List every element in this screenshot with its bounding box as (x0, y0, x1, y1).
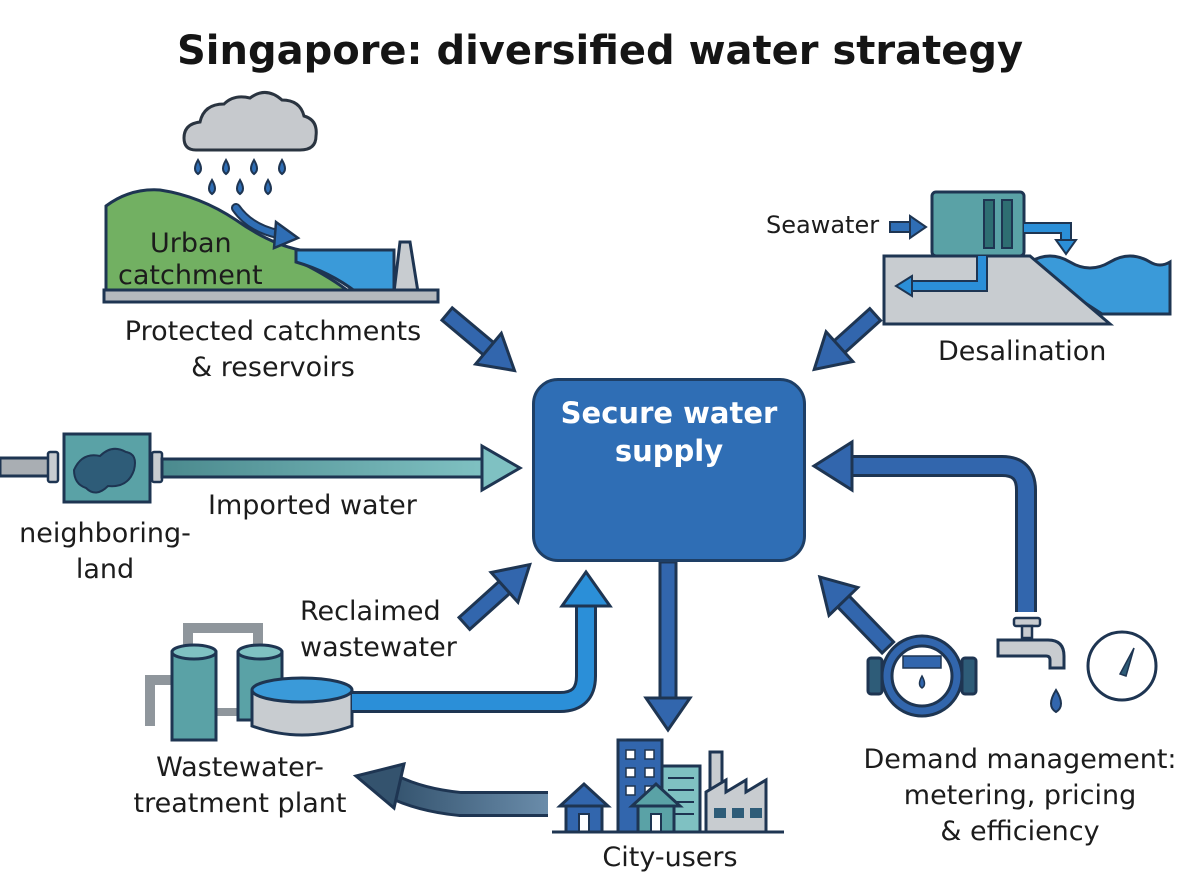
neighboring-land-line1: neighboring- (19, 518, 191, 549)
treatment-caption-line1: Wastewater- (156, 752, 324, 783)
hub-title: Secure water supply (535, 395, 803, 470)
page-title: Singapore: diversified water strategy (176, 28, 1024, 74)
demand-caption-line1: Demand management: (863, 744, 1177, 775)
flow-arrows (439, 305, 896, 733)
hill-reservoir-icon (104, 188, 354, 304)
catchment-caption-line2: & reservoirs (191, 352, 355, 383)
catchment-illustration (102, 91, 440, 304)
seawater-label: Seawater (766, 211, 880, 239)
imported-water-caption: Imported water (208, 490, 417, 521)
water-meter-icon (866, 634, 978, 718)
city-users-caption: City-users (602, 842, 738, 873)
catchment-inset-line2: catchment (118, 260, 263, 291)
reclaimed-caption-line2: wastewater (300, 632, 457, 663)
gauge-icon (1086, 630, 1158, 702)
rain-cloud-icon (182, 91, 318, 196)
secure-water-supply-hub: Secure water supply (532, 378, 806, 562)
demand-caption-line2: metering, pricing (903, 780, 1137, 811)
city-users-illustration (552, 738, 784, 834)
demand-caption-line3: & efficiency (940, 816, 1100, 847)
hub-title-line1: Secure water (560, 396, 778, 430)
hub-title-line2: supply (614, 433, 724, 468)
treatment-caption-line2: treatment plant (133, 788, 347, 819)
reclaimed-flow-arrow (352, 569, 613, 713)
return-flow-arrow (352, 761, 548, 817)
imported-illustration (0, 432, 523, 504)
water-drop-icon (1050, 688, 1062, 714)
desalination-illustration (882, 190, 1172, 326)
map-icon (62, 432, 152, 504)
demand-illustration (866, 616, 1158, 718)
dam-icon (392, 240, 420, 294)
faucet-icon (996, 616, 1066, 714)
demand-feedback-arrow (811, 439, 1037, 612)
factory-icon (704, 750, 768, 834)
catchment-caption-line1: Protected catchments (124, 316, 422, 347)
reclaimed-caption-line1: Reclaimed (300, 596, 441, 627)
catchment-inset-line1: Urban (150, 228, 232, 259)
desalination-caption: Desalination (938, 336, 1107, 367)
neighboring-land-line2: land (75, 554, 135, 585)
treatment-tanks-icon (145, 623, 354, 742)
